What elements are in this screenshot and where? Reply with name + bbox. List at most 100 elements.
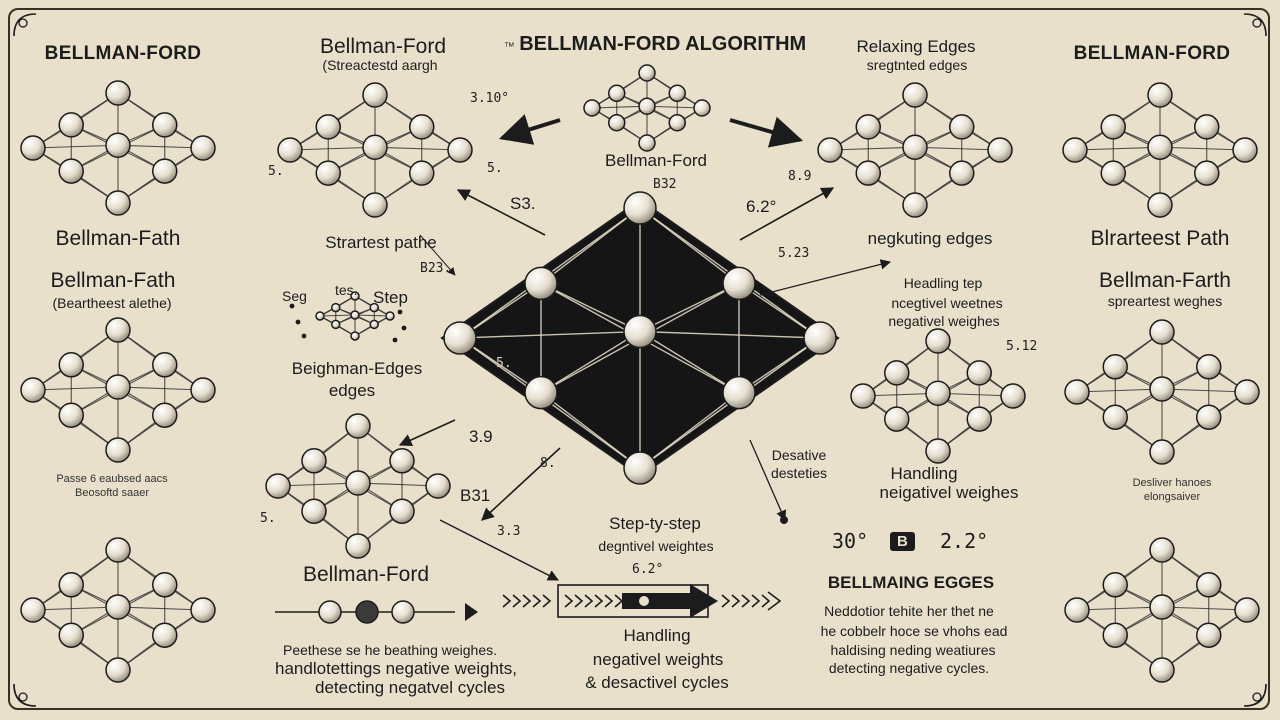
- circle-node-icon: [105, 437, 131, 463]
- right-panel-label-3b: elongsaiver: [1143, 491, 1201, 503]
- chevron-arrow-icon: [767, 591, 782, 611]
- circle-node-icon: [925, 380, 951, 406]
- right-mid-header-sub: sregtnted edges: [866, 57, 968, 73]
- graph-edge: [117, 386, 204, 391]
- graph-network-icon: [850, 328, 1026, 464]
- col2-header-sub: (Streactestd aargh: [322, 57, 438, 73]
- graph-edge: [277, 482, 359, 487]
- circle-node-icon: [638, 97, 656, 115]
- circle-node-icon: [301, 498, 327, 524]
- right-mid-label-3: Desative: [771, 447, 827, 463]
- dot: [295, 319, 301, 325]
- circle-node-icon: [385, 311, 395, 321]
- circle-node-icon: [190, 135, 216, 161]
- circle-node-icon: [315, 114, 341, 140]
- title-prefix: ™: [503, 41, 515, 53]
- circle-node-icon: [1149, 376, 1175, 402]
- col2-step-c: Step: [373, 288, 408, 307]
- corner-ornament: [13, 13, 37, 37]
- number-label: 5.: [487, 161, 503, 176]
- number-label: 8.: [540, 456, 556, 471]
- circle-node-icon: [1000, 383, 1026, 409]
- number-label: 5.: [496, 356, 512, 371]
- left-panel-label-3: Passe 6 eaubsed aacs: [56, 473, 168, 485]
- number-label: 6.2°: [632, 562, 664, 577]
- circle-node-icon: [331, 302, 341, 313]
- graph-edge: [540, 282, 641, 333]
- circle-node-icon: [350, 310, 360, 320]
- circle-node-icon: [152, 112, 178, 138]
- circle-node-icon: [318, 600, 342, 624]
- circle-node-icon: [105, 317, 131, 343]
- right-mid-header: Relaxing Edges: [856, 37, 976, 56]
- circle-node-icon: [966, 360, 992, 386]
- circle-node-icon: [1100, 114, 1126, 140]
- dot: [780, 516, 788, 524]
- graph-edge: [1161, 606, 1248, 611]
- col2-step-b: tes.: [335, 282, 358, 298]
- right-mid-label-1: negkuting edges: [867, 229, 993, 248]
- circle-node-icon: [105, 537, 131, 563]
- graph-network-icon: [20, 537, 216, 683]
- graph-network-icon: [20, 317, 216, 463]
- graph-edge: [540, 330, 641, 394]
- circle-node-icon: [639, 596, 649, 606]
- circle-node-icon: [20, 377, 46, 403]
- circle-node-icon: [722, 266, 756, 301]
- graph-edge: [357, 482, 439, 487]
- circle-node-icon: [803, 321, 837, 355]
- circle-node-icon: [1196, 572, 1222, 598]
- circle-node-icon: [1194, 160, 1220, 186]
- number-label: 6.2°: [746, 197, 777, 216]
- number-label: 30°: [832, 529, 869, 553]
- chevron-arrow-icon: [604, 594, 614, 608]
- graph-edge: [32, 144, 119, 149]
- circle-node-icon: [369, 319, 379, 330]
- circle-node-icon: [409, 114, 435, 140]
- number-label: S3.: [510, 194, 536, 213]
- circle-node-icon: [190, 377, 216, 403]
- center-label-1: Step-ty-step: [609, 514, 701, 533]
- right-panel-label-2: Bellman-Farth: [1099, 269, 1231, 292]
- right-panel-header: BELLMAN-FORD: [1073, 43, 1231, 64]
- dot: [392, 337, 398, 343]
- graph-network-icon: [817, 82, 1013, 218]
- circle-node-icon: [817, 137, 843, 163]
- graph-edge: [1159, 146, 1246, 151]
- right-mid-desc-2: he cobbelr hoce se vhohs ead: [820, 623, 1008, 639]
- circle-node-icon: [1100, 160, 1126, 186]
- graph-network-icon: [1064, 537, 1260, 683]
- chevron-arrow-icon: [594, 594, 604, 608]
- col2-label-3: Bellman-Ford: [302, 563, 430, 586]
- graph-edge: [1074, 146, 1161, 151]
- circle-node-icon: [350, 331, 360, 341]
- circle-node-icon: [583, 99, 601, 117]
- graph-edge: [1076, 606, 1163, 611]
- circle-node-icon: [389, 498, 415, 524]
- corner-ornament: [18, 692, 28, 702]
- circle-node-icon: [58, 352, 84, 378]
- circle-node-icon: [902, 134, 928, 160]
- circle-node-icon: [58, 572, 84, 598]
- right-panel-label-3: Desliver hanoes: [1132, 477, 1212, 489]
- right-mid-label-4: Handling: [890, 464, 958, 483]
- graph-edge: [646, 105, 703, 109]
- graph-edge: [1076, 388, 1163, 393]
- graph-edge: [639, 330, 821, 339]
- circle-node-icon: [105, 132, 131, 158]
- circle-node-icon: [855, 160, 881, 186]
- circle-node-icon: [1196, 404, 1222, 430]
- circle-node-icon: [1234, 379, 1260, 405]
- arrow-icon: [739, 187, 835, 241]
- corner-ornament: [1243, 13, 1267, 37]
- dot: [401, 325, 407, 331]
- corner-ornament: [1243, 683, 1267, 707]
- graph-edge: [1161, 388, 1248, 393]
- left-panel-label-2: Bellman-Fath: [50, 269, 176, 292]
- circle-node-icon: [152, 402, 178, 428]
- circle-node-icon: [668, 113, 686, 132]
- circle-node-icon: [1064, 597, 1090, 623]
- circle-node-icon: [350, 291, 360, 301]
- page-frame: [8, 8, 1270, 710]
- circle-node-icon: [1149, 537, 1175, 563]
